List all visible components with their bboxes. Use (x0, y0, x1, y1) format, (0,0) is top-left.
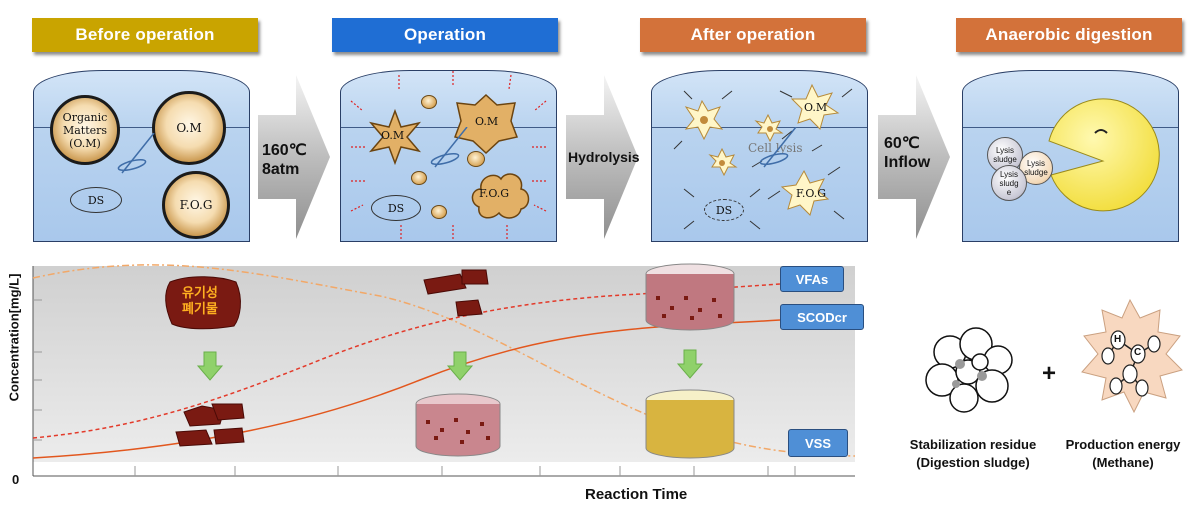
tank-operation: O.M O.M F.O.G DS (340, 70, 557, 242)
legend-scodcr: SCODcr (780, 304, 864, 330)
arrow-label-1: 160℃ 8atm (262, 142, 307, 178)
plus-sign: + (1042, 360, 1057, 387)
stage-operation: Operation (332, 18, 558, 52)
fog-label: F.O.G (796, 187, 827, 200)
process-arrow-1 (258, 75, 330, 239)
stirrer-icon (117, 133, 155, 174)
process-arrow-3 (878, 75, 950, 239)
arrow-label-2: Hydrolysis (568, 149, 640, 165)
burst-fragments (673, 83, 853, 230)
organic-waste-label: 유기성 폐기물 (182, 286, 218, 317)
om-ball: O.M (152, 91, 226, 165)
cell-lysis-label: Cell lysis (748, 141, 803, 155)
production-energy-label: Production energy (Methane) (1065, 437, 1181, 470)
particle (431, 205, 447, 219)
star-om-1 (368, 109, 422, 165)
organic-label: Organic Matters (O.M) (62, 110, 108, 150)
ds-ellipse: DS (704, 199, 744, 221)
stage-label: Anaerobic digestion (985, 25, 1153, 44)
particle (467, 151, 485, 167)
fog-ball: F.O.G (162, 171, 230, 239)
stage-label: Before operation (75, 25, 215, 44)
methane-molecule-icon (1081, 298, 1183, 414)
arrow-label-3: 60℃ Inflow (884, 135, 931, 171)
om-label: O.M (176, 121, 202, 135)
cloud-fog (471, 173, 530, 219)
x-axis-label: Reaction Time (585, 486, 688, 503)
ds-label: DS (87, 193, 105, 207)
om-label-1: O.M (381, 129, 405, 142)
stage-before-operation: Before operation (32, 18, 258, 52)
tank-anaerobic-digestion: Lysis sludge Lysis sludge Lysis sludg e (962, 70, 1179, 242)
process-arrow-2 (566, 75, 638, 239)
lysis-sludge-3: Lysis sludg e (991, 165, 1027, 201)
fog-label: F.O.G (179, 198, 213, 212)
stirrer-icon (430, 127, 468, 168)
water-line (341, 127, 556, 128)
sludge-label: Lysis sludge (1024, 159, 1048, 177)
atom-c: C (1134, 347, 1142, 358)
fog-label: F.O.G (479, 187, 510, 200)
ds-label: DS (715, 203, 733, 217)
pacman-icon (1048, 98, 1160, 212)
pressure-arrows (350, 71, 547, 239)
om-label-2: O.M (475, 115, 499, 128)
ds-ellipse: DS (70, 187, 122, 213)
atom-h: H (1114, 334, 1122, 345)
organic-matter-ball: Organic Matters (O.M) (50, 95, 120, 165)
sludge-label: Lysis sludge (993, 146, 1017, 164)
stage-label: Operation (403, 25, 487, 44)
beaker-1 (415, 393, 501, 457)
water-line (34, 127, 249, 128)
star-om-2 (453, 93, 519, 155)
particle (421, 95, 437, 109)
sludge-label: Lysis sludg e (999, 169, 1019, 197)
beaker-2 (645, 263, 735, 331)
ds-ellipse: DS (371, 195, 421, 221)
beaker-3 (645, 389, 735, 459)
tank-before-operation: Organic Matters (O.M) O.M F.O.G DS (33, 70, 250, 242)
stage-after-operation: After operation (640, 18, 866, 52)
stage-label: After operation (690, 25, 816, 44)
zero-label: 0 (12, 472, 20, 487)
legend-vss: VSS (788, 429, 848, 457)
stage-anaerobic-digestion: Anaerobic digestion (956, 18, 1182, 52)
water-line (652, 127, 867, 128)
particle (411, 171, 427, 185)
tank-after-operation: O.M F.O.G DS Cell lysis (651, 70, 868, 242)
ds-label: DS (387, 201, 405, 215)
om-label: O.M (804, 101, 828, 114)
stirrer-icon (759, 127, 797, 168)
digestion-sludge-icon (925, 327, 1013, 413)
stabilization-residue-label: Stabilization residue (Digestion sludge) (909, 437, 1037, 470)
legend-vfas: VFAs (780, 266, 844, 292)
